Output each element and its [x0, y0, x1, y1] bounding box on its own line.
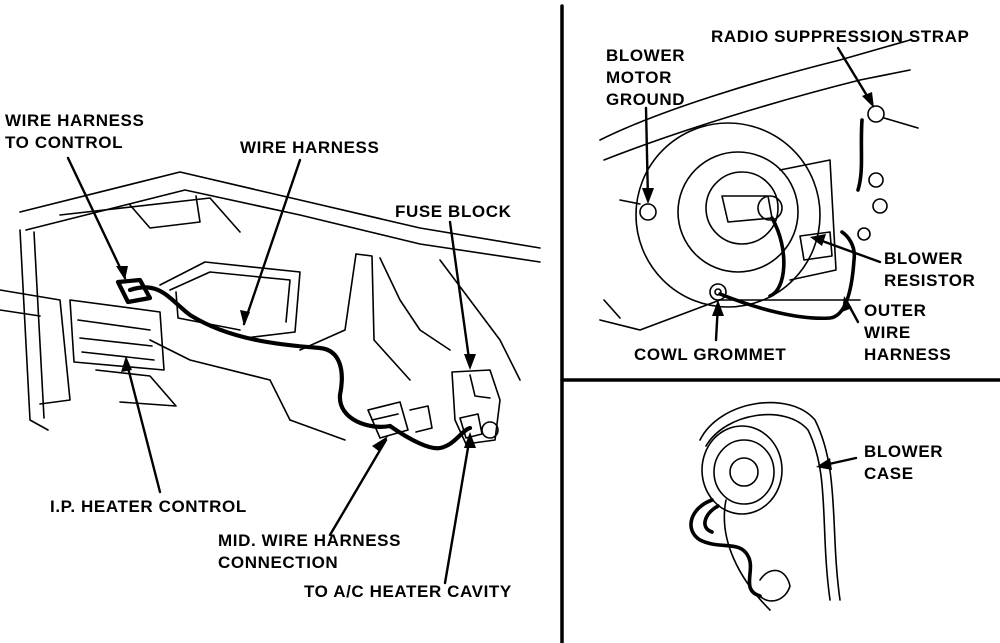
- label-wire-harness: WIRE HARNESS: [240, 138, 380, 157]
- label-blower-case: BLOWER CASE: [864, 442, 944, 483]
- label-blower-motor-ground: BLOWER MOTOR GROUND: [606, 46, 686, 109]
- label-mid-wire-harness-connection: MID. WIRE HARNESS CONNECTION: [218, 531, 402, 572]
- blower-wiring: [718, 118, 864, 321]
- label-to-ac-heater-cavity: TO A/C HEATER CAVITY: [304, 582, 512, 601]
- blower-case-wiring: [689, 498, 762, 598]
- label-outer-wire-harness: OUTER WIRE HARNESS: [864, 301, 952, 364]
- detail-bottom-arrowheads: [816, 458, 832, 470]
- panel-dividers: [560, 4, 1000, 643]
- detail-top-arrowheads: [642, 92, 874, 316]
- instrument-panel-drawing: [0, 171, 541, 445]
- label-cowl-grommet: COWL GROMMET: [634, 345, 787, 364]
- main-leader-lines: [66, 156, 472, 585]
- main-wire-harness: [115, 277, 473, 451]
- label-fuse-block: FUSE BLOCK: [395, 202, 512, 221]
- label-ip-heater-control: I.P. HEATER CONTROL: [50, 497, 247, 516]
- label-blower-resistor: BLOWER RESISTOR: [884, 249, 976, 290]
- label-radio-suppression-strap: RADIO SUPPRESSION STRAP: [711, 27, 970, 46]
- blower-case-drawing: [699, 401, 841, 611]
- label-wire-harness-to-control: WIRE HARNESS TO CONTROL: [5, 111, 145, 152]
- main-arrowheads: [116, 266, 476, 452]
